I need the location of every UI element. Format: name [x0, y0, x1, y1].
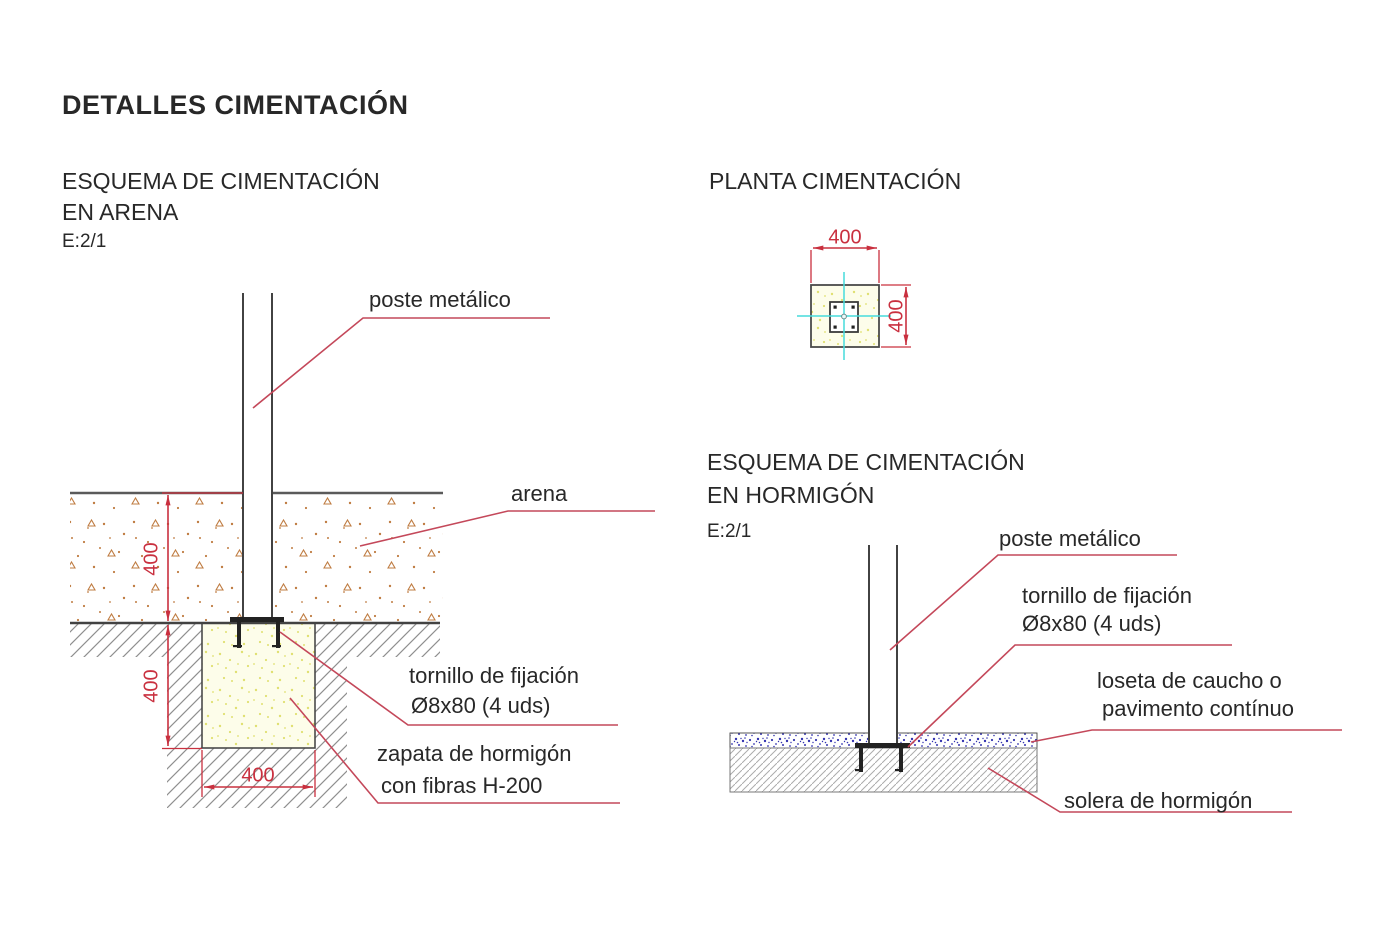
label-slab: solera de hormigón	[1064, 788, 1253, 813]
dim-plan-height: 400	[885, 299, 908, 333]
label-post-hormigon: poste metálico	[999, 526, 1141, 551]
footing-block	[201, 622, 316, 749]
anchor-bolt	[237, 622, 241, 648]
rubber-tile-layer	[729, 732, 870, 749]
leader-bolt	[907, 644, 1232, 748]
label-bolt-arena-line1: tornillo de fijación	[409, 663, 579, 688]
rubber-tile-layer	[896, 732, 1038, 749]
label-bolt-hormigon-line1: tornillo de fijación	[1022, 583, 1192, 608]
planta-heading: PLANTA CIMENTACIÓN	[709, 168, 962, 194]
label-footing-line2: con fibras H-200	[381, 773, 543, 798]
leader-bolt	[279, 631, 618, 726]
arena-heading-line1: ESQUEMA DE CIMENTACIÓN	[62, 168, 380, 194]
dim-plan-width: 400	[828, 226, 862, 249]
plan-view-drawing	[797, 245, 911, 360]
hormigon-heading-line2: EN HORMIGÓN	[707, 482, 875, 508]
base-plate	[855, 743, 910, 748]
concrete-slab	[729, 747, 1038, 793]
anchor-bolt	[859, 748, 863, 772]
sand-section-drawing	[70, 293, 655, 808]
dim-footing-width: 400	[241, 764, 275, 787]
leader-post	[252, 317, 550, 409]
concrete-section-drawing	[729, 545, 1342, 813]
label-footing-line1: zapata de hormigón	[377, 741, 572, 766]
anchor-bolt	[899, 748, 903, 772]
leader-slab	[987, 767, 1292, 813]
label-bolt-arena-line2: Ø8x80 (4 uds)	[411, 693, 551, 718]
base-plate	[230, 617, 284, 622]
label-tile-line2: pavimento contínuo	[1102, 696, 1295, 721]
anchor-bolt	[276, 622, 280, 648]
post-lines	[242, 293, 273, 617]
label-tile-line1: loseta de caucho o	[1097, 668, 1282, 693]
arena-heading-line2: EN ARENA	[62, 199, 179, 225]
dim-sand-depth: 400	[140, 542, 163, 576]
post-lines	[868, 545, 898, 743]
label-bolt-hormigon-line2: Ø8x80 (4 uds)	[1022, 611, 1162, 636]
label-post-arena: poste metálico	[369, 287, 511, 312]
hormigon-heading-line1: ESQUEMA DE CIMENTACIÓN	[707, 449, 1025, 475]
hormigon-scale: E:2/1	[707, 521, 752, 542]
leader-tile	[1030, 729, 1342, 743]
arena-scale: E:2/1	[62, 231, 107, 252]
leader-sand	[359, 510, 655, 547]
dim-footing-depth: 400	[140, 669, 163, 703]
page-title: DETALLES CIMENTACIÓN	[62, 90, 409, 120]
leader-footing	[289, 697, 620, 804]
label-sand: arena	[511, 481, 568, 506]
leader-post	[889, 554, 1177, 651]
